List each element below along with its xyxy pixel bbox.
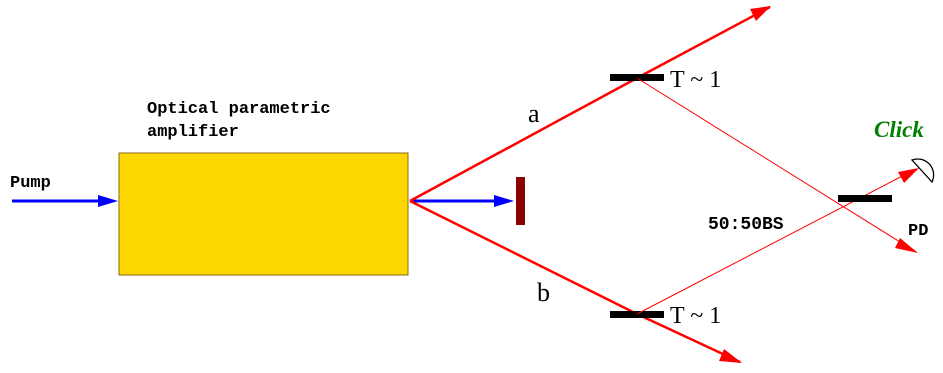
residual-pump-arrow-head <box>494 195 514 207</box>
beam-b-label: b <box>537 278 550 307</box>
bottom-beam-splitter <box>610 311 664 318</box>
reflected-beam-from-top <box>636 77 909 248</box>
beam-b <box>409 199 638 316</box>
photodetector-label: PD <box>908 222 928 241</box>
reflected-beam-from-top-arrow-head <box>895 238 918 253</box>
optical-parametric-amplifier <box>118 152 409 276</box>
beam-splitter-label: 50:50BS <box>708 215 784 235</box>
beam-a-transmitted <box>636 5 771 80</box>
beam-b-arrow-head <box>719 349 742 363</box>
click-label: Click <box>874 117 924 142</box>
beam-a-arrow-head <box>750 6 771 21</box>
fifty-fifty-beam-splitter <box>838 195 892 202</box>
beam-a <box>409 76 638 203</box>
reflected-beam-from-bottom-arrow-head <box>898 168 919 183</box>
beam-a-label: a <box>528 99 540 128</box>
pump-arrow-head <box>98 195 118 207</box>
amplifier-label-line2: amplifier <box>147 123 239 142</box>
photodetector-icon <box>910 158 935 184</box>
top-transmission-label: T ~ 1 <box>670 67 721 93</box>
top-beam-splitter <box>610 74 664 81</box>
reflected-beam-from-bottom <box>636 171 911 315</box>
beam-dump <box>516 177 525 225</box>
pump-label: Pump <box>10 174 51 193</box>
bottom-transmission-label: T ~ 1 <box>670 303 721 329</box>
amplifier-label-line1: Optical parametric <box>147 100 331 119</box>
